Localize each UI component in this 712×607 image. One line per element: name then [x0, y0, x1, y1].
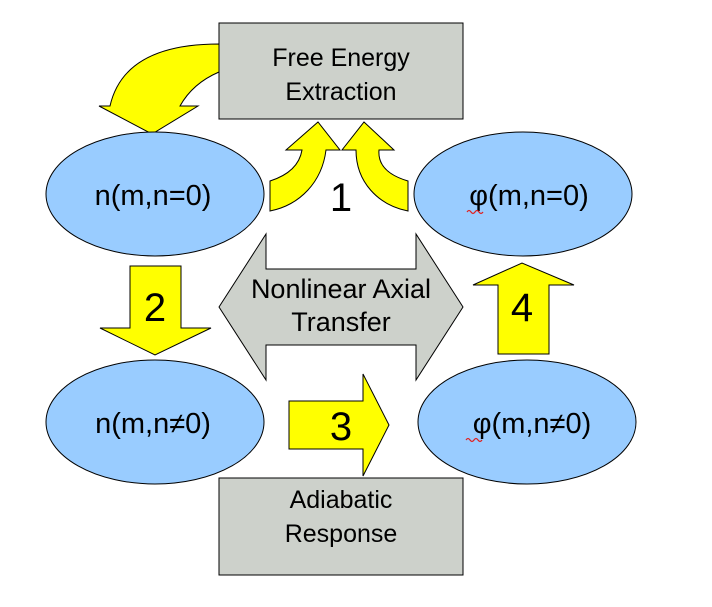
curved-arrow-to-n-zero: [98, 43, 220, 135]
oval-phi-zero-label: φ(m,n=0): [469, 180, 589, 212]
step2-down-arrow: [99, 265, 212, 356]
center-label-line1: Nonlinear Axial: [251, 274, 431, 304]
free-energy-box-line1: Free Energy: [272, 44, 410, 72]
free-energy-extraction-box: [218, 22, 464, 120]
step1-left-curved-arrow: [269, 121, 342, 212]
oval-phi-zero: [413, 131, 633, 257]
phi-squiggle-top: [466, 209, 484, 215]
step-1-number: 1: [330, 176, 352, 220]
step3-right-arrow: [288, 373, 390, 477]
step1-right-curved-arrow: [340, 121, 409, 212]
adiabatic-response-box: [218, 477, 464, 576]
oval-phi-nonzero: [417, 359, 637, 485]
oval-n-nonzero-label: n(m,n≠0): [95, 408, 211, 440]
nonlinear-axial-transfer-arrow: [218, 232, 464, 382]
step-3-number: 3: [330, 405, 352, 449]
free-energy-box-line2: Extraction: [285, 78, 396, 106]
adiabatic-box-line2: Response: [285, 520, 398, 548]
oval-n-zero-label: n(m,n=0): [95, 180, 212, 212]
step4-up-arrow: [472, 262, 575, 355]
phi-squiggle-bottom: [465, 437, 483, 443]
step-4-number: 4: [511, 286, 533, 330]
step-2-number: 2: [144, 286, 166, 330]
oval-phi-nonzero-label: φ(m,n≠0): [473, 408, 592, 440]
center-label-line2: Transfer: [291, 307, 391, 337]
adiabatic-box-line1: Adiabatic: [290, 486, 393, 514]
oval-n-zero: [45, 131, 265, 257]
oval-n-nonzero: [45, 359, 265, 485]
